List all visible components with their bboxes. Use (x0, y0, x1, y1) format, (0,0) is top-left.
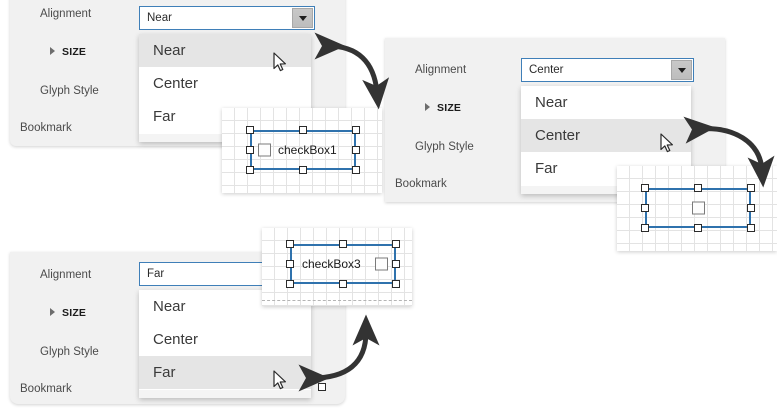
dropdown-option-center[interactable]: Center (153, 75, 199, 92)
resize-handle[interactable] (286, 280, 294, 288)
size-category-triangle-icon (50, 308, 55, 316)
resize-handle[interactable] (339, 240, 347, 248)
checkbox-glyph-icon[interactable] (375, 257, 388, 271)
resize-handle[interactable] (299, 126, 307, 134)
dropdown-option-center[interactable]: Center (153, 331, 199, 348)
resize-handle[interactable] (641, 184, 649, 192)
label-glyph-style: Glyph Style (40, 346, 99, 358)
label-bookmark: Bookmark (20, 383, 72, 395)
dropdown-option-far[interactable]: Far (535, 160, 558, 177)
dropdown-list-footer (139, 390, 311, 398)
dropdown-list-footer (521, 186, 691, 194)
label-alignment: Alignment (40, 269, 92, 281)
resize-handle[interactable] (747, 204, 755, 212)
alignment-combobox-value: Near (147, 12, 172, 24)
resize-handle[interactable] (392, 280, 400, 288)
checkbox-control-far[interactable]: checkBox3 (290, 244, 396, 284)
checkbox-caption: checkBox3 (302, 257, 361, 271)
dropdown-option-near[interactable]: Near (153, 298, 186, 315)
checkbox-control-near[interactable]: checkBox1 (250, 130, 356, 170)
checkbox-caption: checkBox1 (278, 143, 337, 157)
mouse-cursor-near (273, 52, 286, 72)
label-bookmark: Bookmark (20, 122, 72, 134)
label-glyph-style: Glyph Style (415, 141, 474, 153)
resize-handle[interactable] (641, 224, 649, 232)
checkbox-glyph-icon[interactable] (258, 143, 271, 157)
mouse-cursor-far (273, 370, 286, 390)
surface-guide-line (262, 300, 412, 301)
label-size-category: SIZE (437, 102, 462, 114)
resize-handle[interactable] (246, 146, 254, 154)
combobox-dropdown-button[interactable] (671, 60, 692, 80)
resize-handle[interactable] (747, 184, 755, 192)
label-bookmark: Bookmark (395, 178, 447, 190)
resize-handle[interactable] (352, 166, 360, 174)
resize-handle[interactable] (286, 260, 294, 268)
alignment-combobox-center[interactable]: Center (521, 58, 694, 82)
alignment-combobox-value: Far (147, 268, 165, 280)
size-category-triangle-icon (425, 103, 430, 111)
resize-handle[interactable] (747, 224, 755, 232)
resize-handle[interactable] (352, 126, 360, 134)
label-glyph-style: Glyph Style (40, 85, 99, 97)
resize-handle[interactable] (339, 280, 347, 288)
label-alignment: Alignment (415, 64, 467, 76)
resize-handle[interactable] (286, 240, 294, 248)
resize-handle[interactable] (352, 146, 360, 154)
label-alignment: Alignment (40, 8, 92, 20)
mouse-cursor-center (660, 133, 673, 153)
chevron-down-icon (677, 68, 686, 73)
checkbox-control-center[interactable] (645, 188, 751, 228)
alignment-combobox-near[interactable]: Near (139, 6, 315, 30)
checkbox-glyph-icon[interactable] (691, 201, 705, 215)
resize-handle[interactable] (299, 166, 307, 174)
design-surface-far: checkBox3 (262, 228, 412, 306)
resize-handle[interactable] (246, 166, 254, 174)
dropdown-option-near[interactable]: Near (535, 94, 568, 111)
alignment-combobox-value: Center (529, 64, 564, 76)
dropdown-option-far[interactable]: Far (153, 108, 176, 125)
label-size-category: SIZE (62, 307, 87, 319)
resize-handle[interactable] (641, 204, 649, 212)
resize-handle[interactable] (392, 260, 400, 268)
label-size-category: SIZE (62, 46, 87, 58)
size-category-triangle-icon (50, 47, 55, 55)
resize-handle[interactable] (246, 126, 254, 134)
resize-handle[interactable] (694, 224, 702, 232)
chevron-down-icon (298, 16, 307, 21)
design-surface-center (617, 166, 777, 251)
resize-handle[interactable] (694, 184, 702, 192)
resize-handle[interactable] (318, 383, 326, 391)
dropdown-option-far[interactable]: Far (139, 356, 311, 389)
combobox-dropdown-button[interactable] (292, 8, 313, 28)
resize-handle[interactable] (392, 240, 400, 248)
alignment-dropdown-list-far[interactable]: Near Center Far (139, 290, 311, 398)
design-surface-near: checkBox1 (222, 108, 382, 193)
